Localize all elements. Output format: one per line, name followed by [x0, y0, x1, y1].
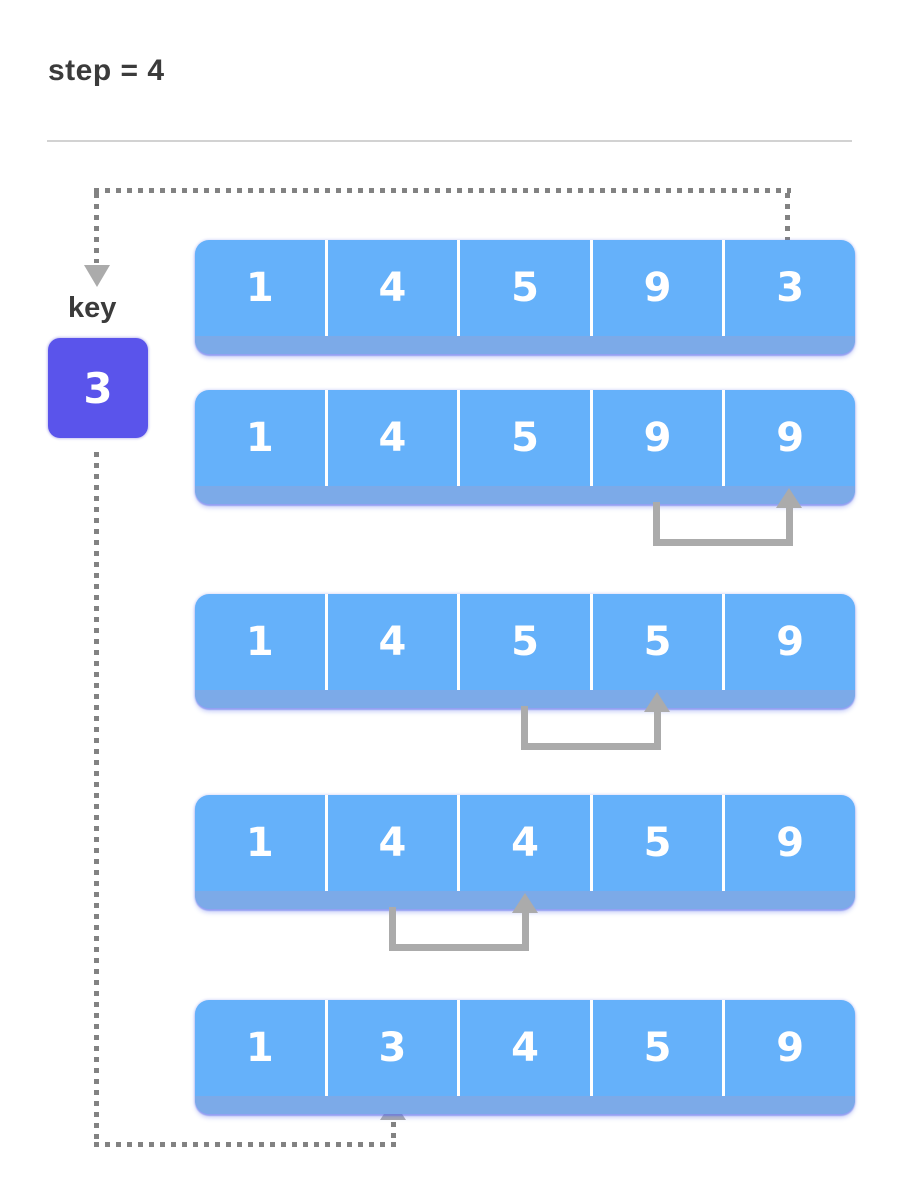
- arrow-up-icon: [512, 893, 538, 913]
- array-cell: 9: [722, 795, 855, 891]
- key-extract-path-right-segment: [785, 193, 790, 240]
- key-insert-path-left-segment: [94, 452, 99, 1144]
- array-cell: 9: [589, 390, 723, 486]
- array-cell: 9: [722, 594, 855, 690]
- arrow-up-icon: [776, 488, 802, 508]
- step-title: step = 4: [48, 54, 165, 87]
- array-cell: 5: [589, 795, 723, 891]
- array-row-1: 1 4 5 9 3: [195, 240, 855, 354]
- array-row-2: 1 4 5 9 9: [195, 390, 855, 504]
- array-cell: 9: [589, 240, 723, 336]
- array-row-bottom-edge: [195, 336, 855, 354]
- key-value: 3: [83, 363, 113, 413]
- array-cell: 4: [324, 795, 458, 891]
- array-cell: 1: [245, 415, 274, 461]
- array-cell: 4: [324, 390, 458, 486]
- key-insert-path-stub-segment: [391, 1122, 396, 1144]
- array-row-3: 1 4 5 5 9: [195, 594, 855, 708]
- array-cell: 5: [457, 390, 590, 486]
- key-label: key: [68, 292, 117, 324]
- array-cell: 3: [722, 240, 855, 336]
- array-cell: 9: [722, 1000, 855, 1096]
- array-cell: 1: [245, 265, 274, 311]
- shift-bracket-row-2: [653, 502, 793, 546]
- array-row-3-cells: 1 4 5 5 9: [195, 594, 855, 690]
- array-cell: 4: [324, 594, 458, 690]
- array-row-bottom-edge: [195, 690, 855, 708]
- array-cell: 5: [457, 240, 590, 336]
- array-row-4: 1 4 4 5 9: [195, 795, 855, 909]
- array-cell: 1: [245, 1025, 274, 1071]
- array-cell: 4: [324, 240, 458, 336]
- array-row-5: 1 3 4 5 9: [195, 1000, 855, 1114]
- arrow-up-icon: [644, 692, 670, 712]
- divider-line: [47, 140, 852, 142]
- array-cell: 3: [324, 1000, 458, 1096]
- key-insert-path-bottom-segment: [94, 1142, 397, 1147]
- array-row-2-cells: 1 4 5 9 9: [195, 390, 855, 486]
- array-row-5-cells: 1 3 4 5 9: [195, 1000, 855, 1096]
- array-cell: 1: [245, 619, 274, 665]
- arrow-down-icon: [84, 265, 110, 287]
- array-row-4-cells: 1 4 4 5 9: [195, 795, 855, 891]
- key-box: 3: [48, 338, 148, 438]
- array-cell: 4: [457, 1000, 590, 1096]
- array-cell: 9: [722, 390, 855, 486]
- array-row-bottom-edge: [195, 486, 855, 504]
- array-cell: 5: [589, 1000, 723, 1096]
- array-cell: 5: [457, 594, 590, 690]
- array-cell: 4: [457, 795, 590, 891]
- array-cell: 1: [245, 820, 274, 866]
- shift-bracket-row-4: [389, 907, 529, 951]
- key-extract-path-top-segment: [94, 188, 791, 193]
- array-row-bottom-edge: [195, 1096, 855, 1114]
- key-extract-path-left-segment: [94, 193, 99, 263]
- array-row-1-cells: 1 4 5 9 3: [195, 240, 855, 336]
- array-cell: 5: [589, 594, 723, 690]
- shift-bracket-row-3: [521, 706, 661, 750]
